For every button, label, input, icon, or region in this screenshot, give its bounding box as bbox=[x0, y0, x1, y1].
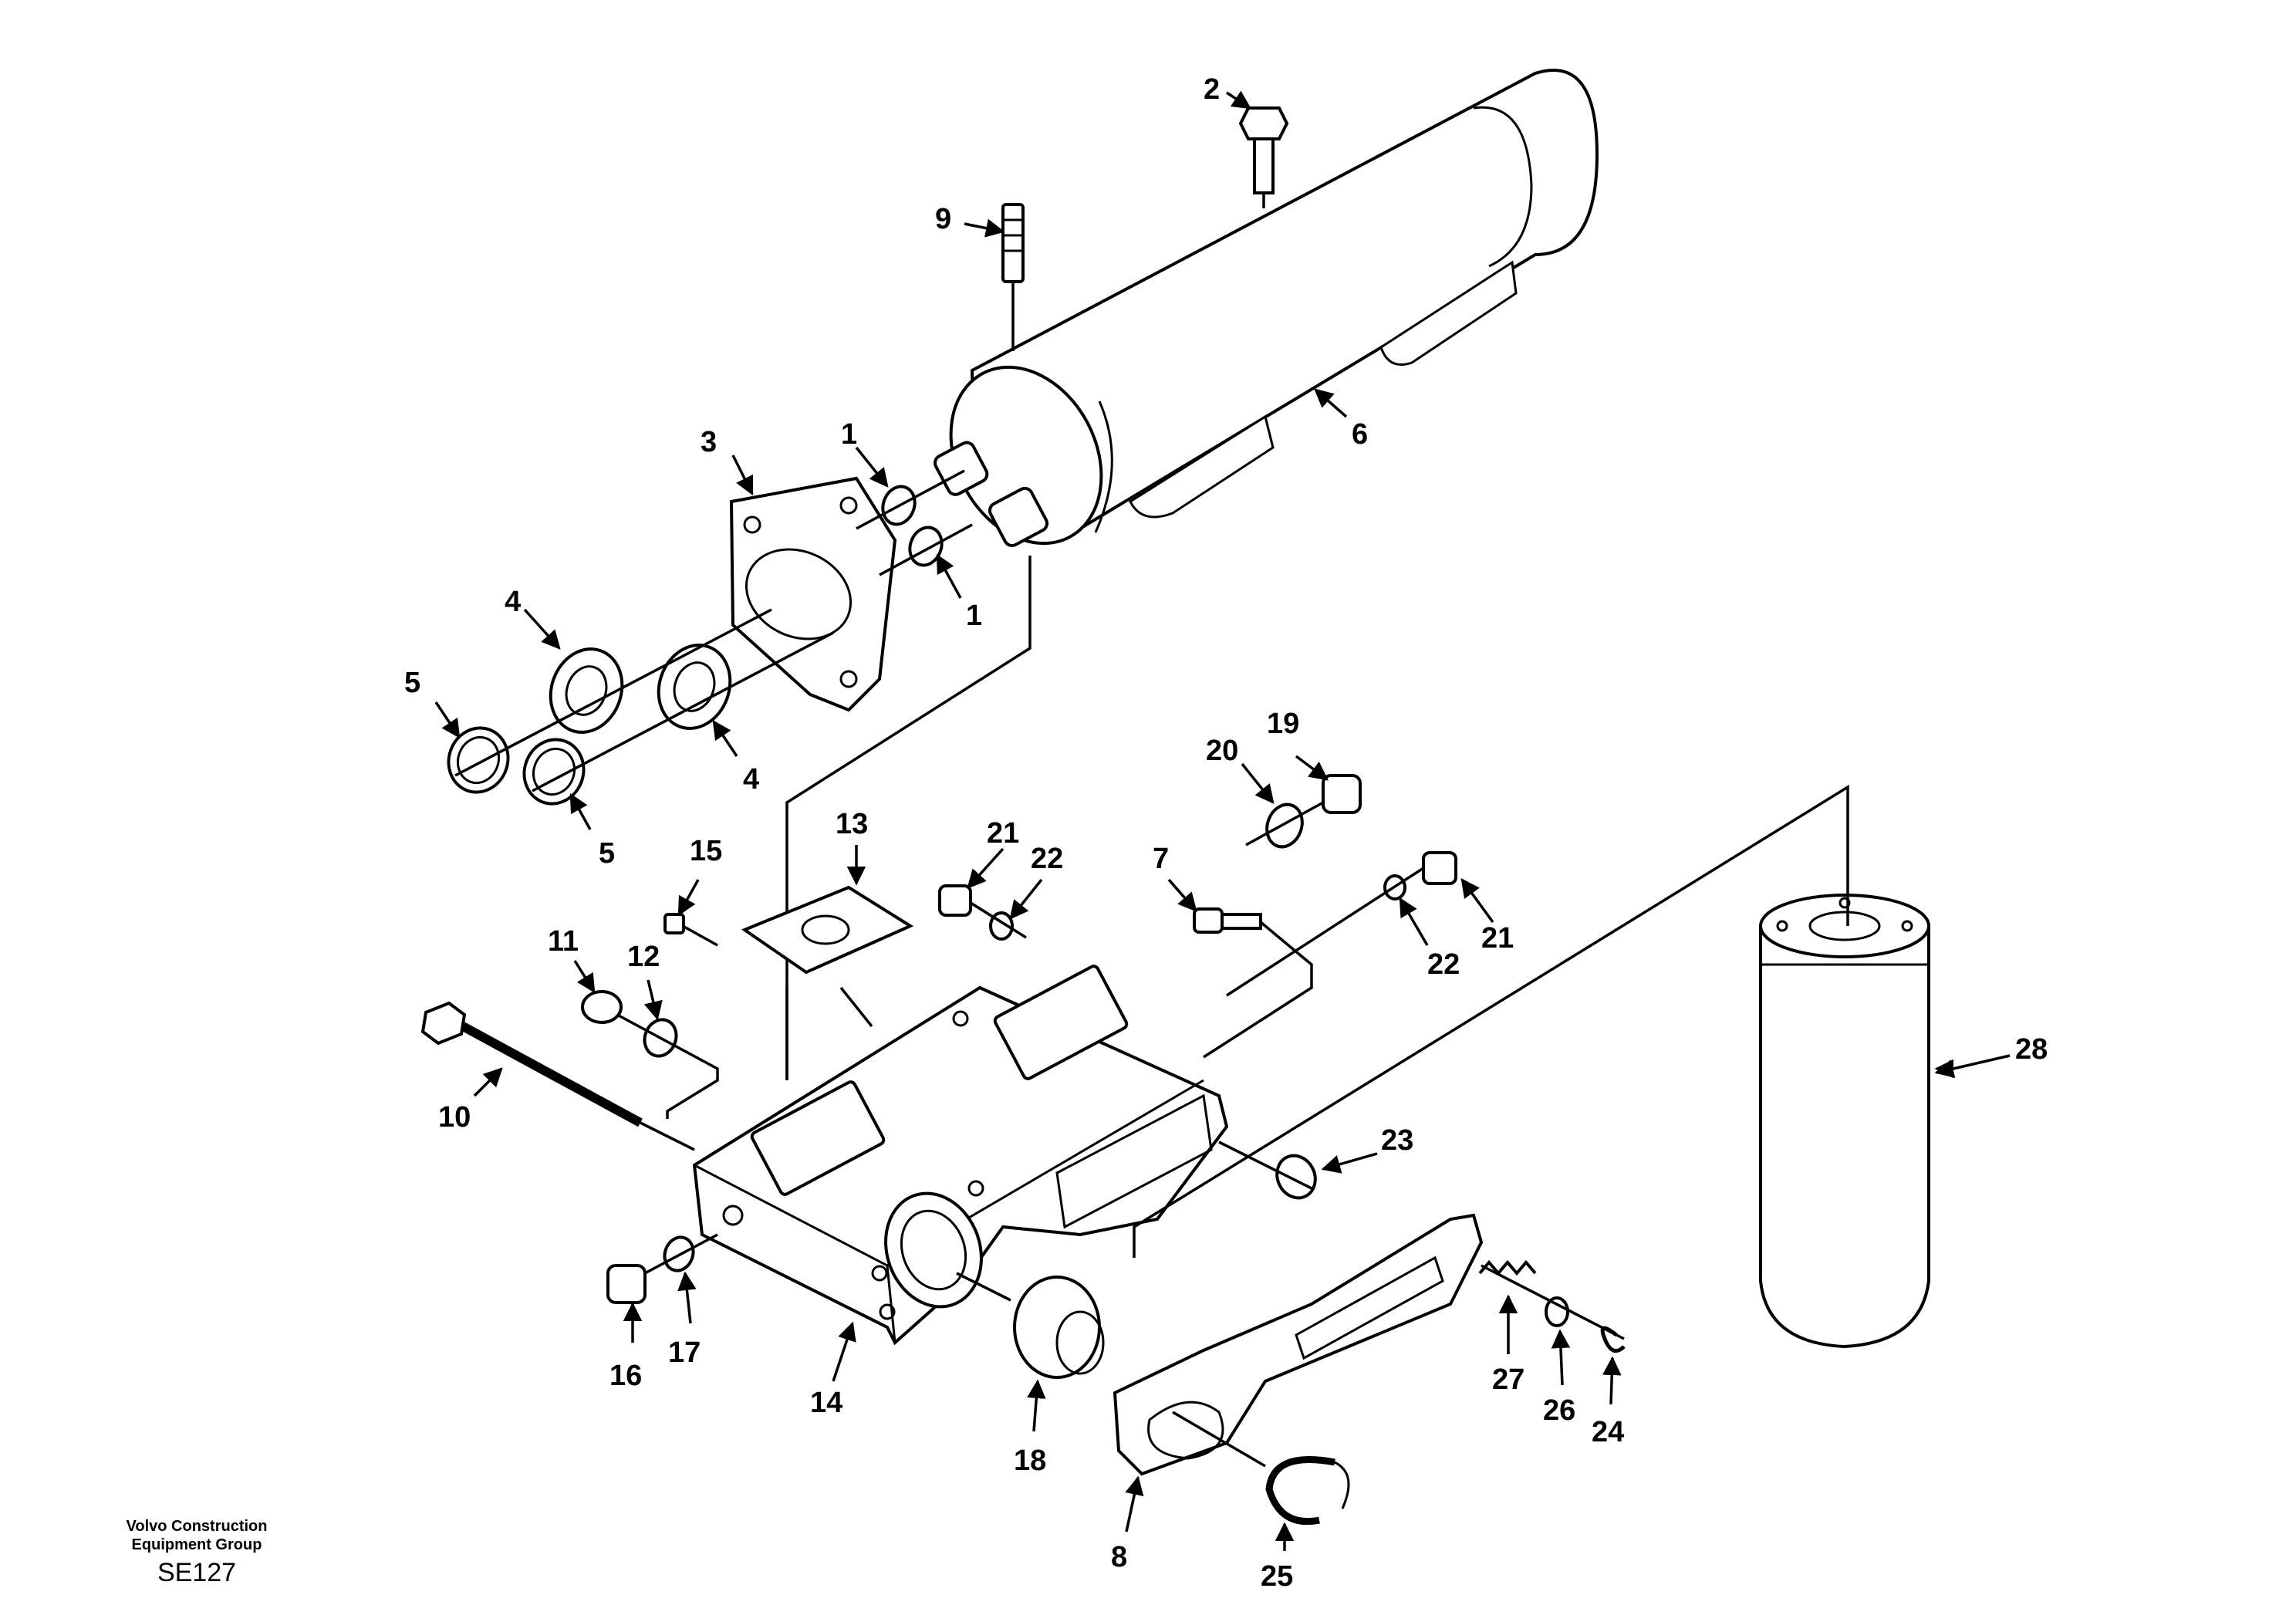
callout-6: 6 bbox=[1352, 418, 1368, 451]
screw-part-7 bbox=[1193, 907, 1313, 1059]
callout-4-right: 4 bbox=[743, 763, 759, 796]
callout-26: 26 bbox=[1543, 1394, 1575, 1427]
callout-19: 19 bbox=[1267, 708, 1299, 740]
callout-7: 7 bbox=[1153, 843, 1169, 875]
callout-labels: 2 9 3 1 1 6 4 4 5 5 19 20 13 15 21 22 7 … bbox=[404, 73, 2048, 1593]
o-ring-part-12 bbox=[616, 1013, 719, 1119]
stud-part-9 bbox=[1001, 203, 1025, 351]
callout-1-bottom: 1 bbox=[966, 600, 982, 632]
callout-4-left: 4 bbox=[505, 586, 521, 618]
callout-22-middle: 22 bbox=[1031, 843, 1063, 875]
callout-25: 25 bbox=[1261, 1560, 1293, 1593]
callout-21-right: 21 bbox=[1481, 922, 1514, 955]
valve-housing-part-14 bbox=[692, 965, 1229, 1346]
callout-24: 24 bbox=[1592, 1416, 1624, 1448]
diagram-code: SE127 bbox=[157, 1558, 237, 1587]
callout-18: 18 bbox=[1014, 1445, 1046, 1477]
o-ring-part-20 bbox=[1245, 801, 1324, 849]
callout-13: 13 bbox=[836, 808, 868, 840]
callout-3: 3 bbox=[701, 426, 717, 458]
o-ring-part-17 bbox=[644, 1233, 718, 1275]
callout-27: 27 bbox=[1492, 1363, 1524, 1396]
callout-1-top: 1 bbox=[841, 418, 857, 451]
callout-leaders bbox=[434, 90, 2011, 1551]
sleeves-part-4 bbox=[549, 644, 732, 734]
seal-rings-part-5 bbox=[447, 608, 834, 806]
screw-part-15 bbox=[663, 913, 718, 947]
oil-cooler-part-6 bbox=[934, 69, 1599, 548]
callout-11: 11 bbox=[548, 925, 579, 958]
publisher-footer: Volvo Construction Equipment Group SE127 bbox=[93, 1517, 301, 1590]
callout-8: 8 bbox=[1111, 1541, 1127, 1573]
clip-part-24 bbox=[1481, 1264, 1626, 1353]
cover-plate-part-13 bbox=[741, 885, 914, 1080]
callout-23: 23 bbox=[1381, 1124, 1413, 1157]
filter-part-28 bbox=[1759, 894, 1930, 1349]
callout-15: 15 bbox=[690, 835, 722, 867]
spring-part-27 bbox=[1478, 1259, 1537, 1276]
callout-12: 12 bbox=[627, 941, 660, 973]
valve-part-18 bbox=[956, 1272, 1105, 1379]
callout-16: 16 bbox=[609, 1360, 642, 1392]
callout-2: 2 bbox=[1204, 73, 1220, 106]
callout-5-left: 5 bbox=[404, 667, 420, 699]
callout-28: 28 bbox=[2015, 1033, 2048, 1066]
gasket-part-8 bbox=[1113, 1213, 1484, 1476]
callout-9: 9 bbox=[935, 203, 951, 235]
plug-part-11 bbox=[581, 990, 623, 1024]
flange-part-3 bbox=[729, 476, 897, 712]
publisher-name-line-2: Equipment Group bbox=[131, 1536, 262, 1553]
callout-20: 20 bbox=[1206, 735, 1238, 767]
callout-10: 10 bbox=[438, 1101, 471, 1134]
callout-21-middle: 21 bbox=[987, 817, 1019, 850]
plug-part-21-a bbox=[938, 884, 972, 917]
long-bolt-part-10 bbox=[420, 1001, 695, 1151]
callout-22-right: 22 bbox=[1427, 948, 1460, 981]
washer-part-26 bbox=[1545, 1296, 1569, 1327]
callout-5-bottom: 5 bbox=[599, 837, 615, 870]
publisher-name-line-1: Volvo Construction bbox=[126, 1518, 268, 1535]
snap-ring-part-25 bbox=[1265, 1456, 1350, 1526]
spring-part-23 bbox=[1218, 1140, 1317, 1200]
bolt-part-2 bbox=[1238, 106, 1289, 208]
plug-part-21-b bbox=[1226, 851, 1457, 997]
callout-17: 17 bbox=[668, 1336, 701, 1369]
callout-14: 14 bbox=[810, 1387, 842, 1419]
o-rings-part-1 bbox=[856, 469, 973, 576]
plug-part-19 bbox=[1322, 774, 1362, 814]
o-ring-part-22-a bbox=[970, 901, 1027, 941]
plug-part-16 bbox=[606, 1264, 647, 1304]
